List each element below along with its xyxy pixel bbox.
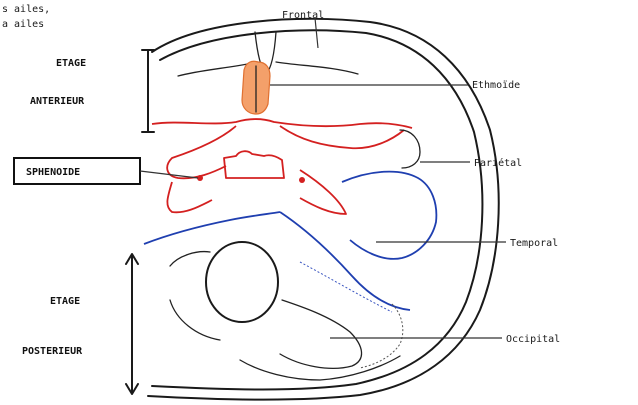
label-parietal: Pariétal xyxy=(474,157,522,169)
parietal-ridge xyxy=(400,130,420,168)
skull-inner-outline xyxy=(152,30,482,389)
sphenoid-greater-wing-left xyxy=(167,182,212,212)
frontal-right-ridge xyxy=(276,62,358,74)
petrous-ridge xyxy=(280,212,410,310)
posterior-floor-blue-left xyxy=(144,212,280,244)
label-temporal: Temporal xyxy=(510,238,558,249)
corner-text-line-2: a ailes xyxy=(2,19,44,30)
label-etage-anterieur-1: ETAGE xyxy=(56,58,86,69)
label-etage-anterieur-2: ANTERIEUR xyxy=(30,96,85,107)
sella-turcica xyxy=(224,151,284,178)
sphenoid-foramen-right xyxy=(299,177,305,183)
label-etage-posterieur-1: ETAGE xyxy=(50,296,80,307)
occipital-fossa-left xyxy=(170,252,220,340)
sphenoid-greater-wing-right xyxy=(300,170,346,214)
label-frontal: Frontal xyxy=(282,10,324,21)
occipital-fossa-right xyxy=(280,300,362,368)
foramen-magnum xyxy=(206,242,278,322)
label-ethmoide: Ethmoïde xyxy=(472,80,520,91)
corner-text-line-1: s ailes, xyxy=(2,4,50,15)
label-occipital: Occipital xyxy=(506,334,560,345)
frontal-leader xyxy=(315,18,318,48)
label-sphenoide: SPHENOIDE xyxy=(26,167,80,178)
temporal-bone-outline xyxy=(342,172,436,259)
sphenoid-lesser-wing-right xyxy=(280,126,404,148)
label-etage-posterieur-2: POSTERIEUR xyxy=(22,346,83,357)
